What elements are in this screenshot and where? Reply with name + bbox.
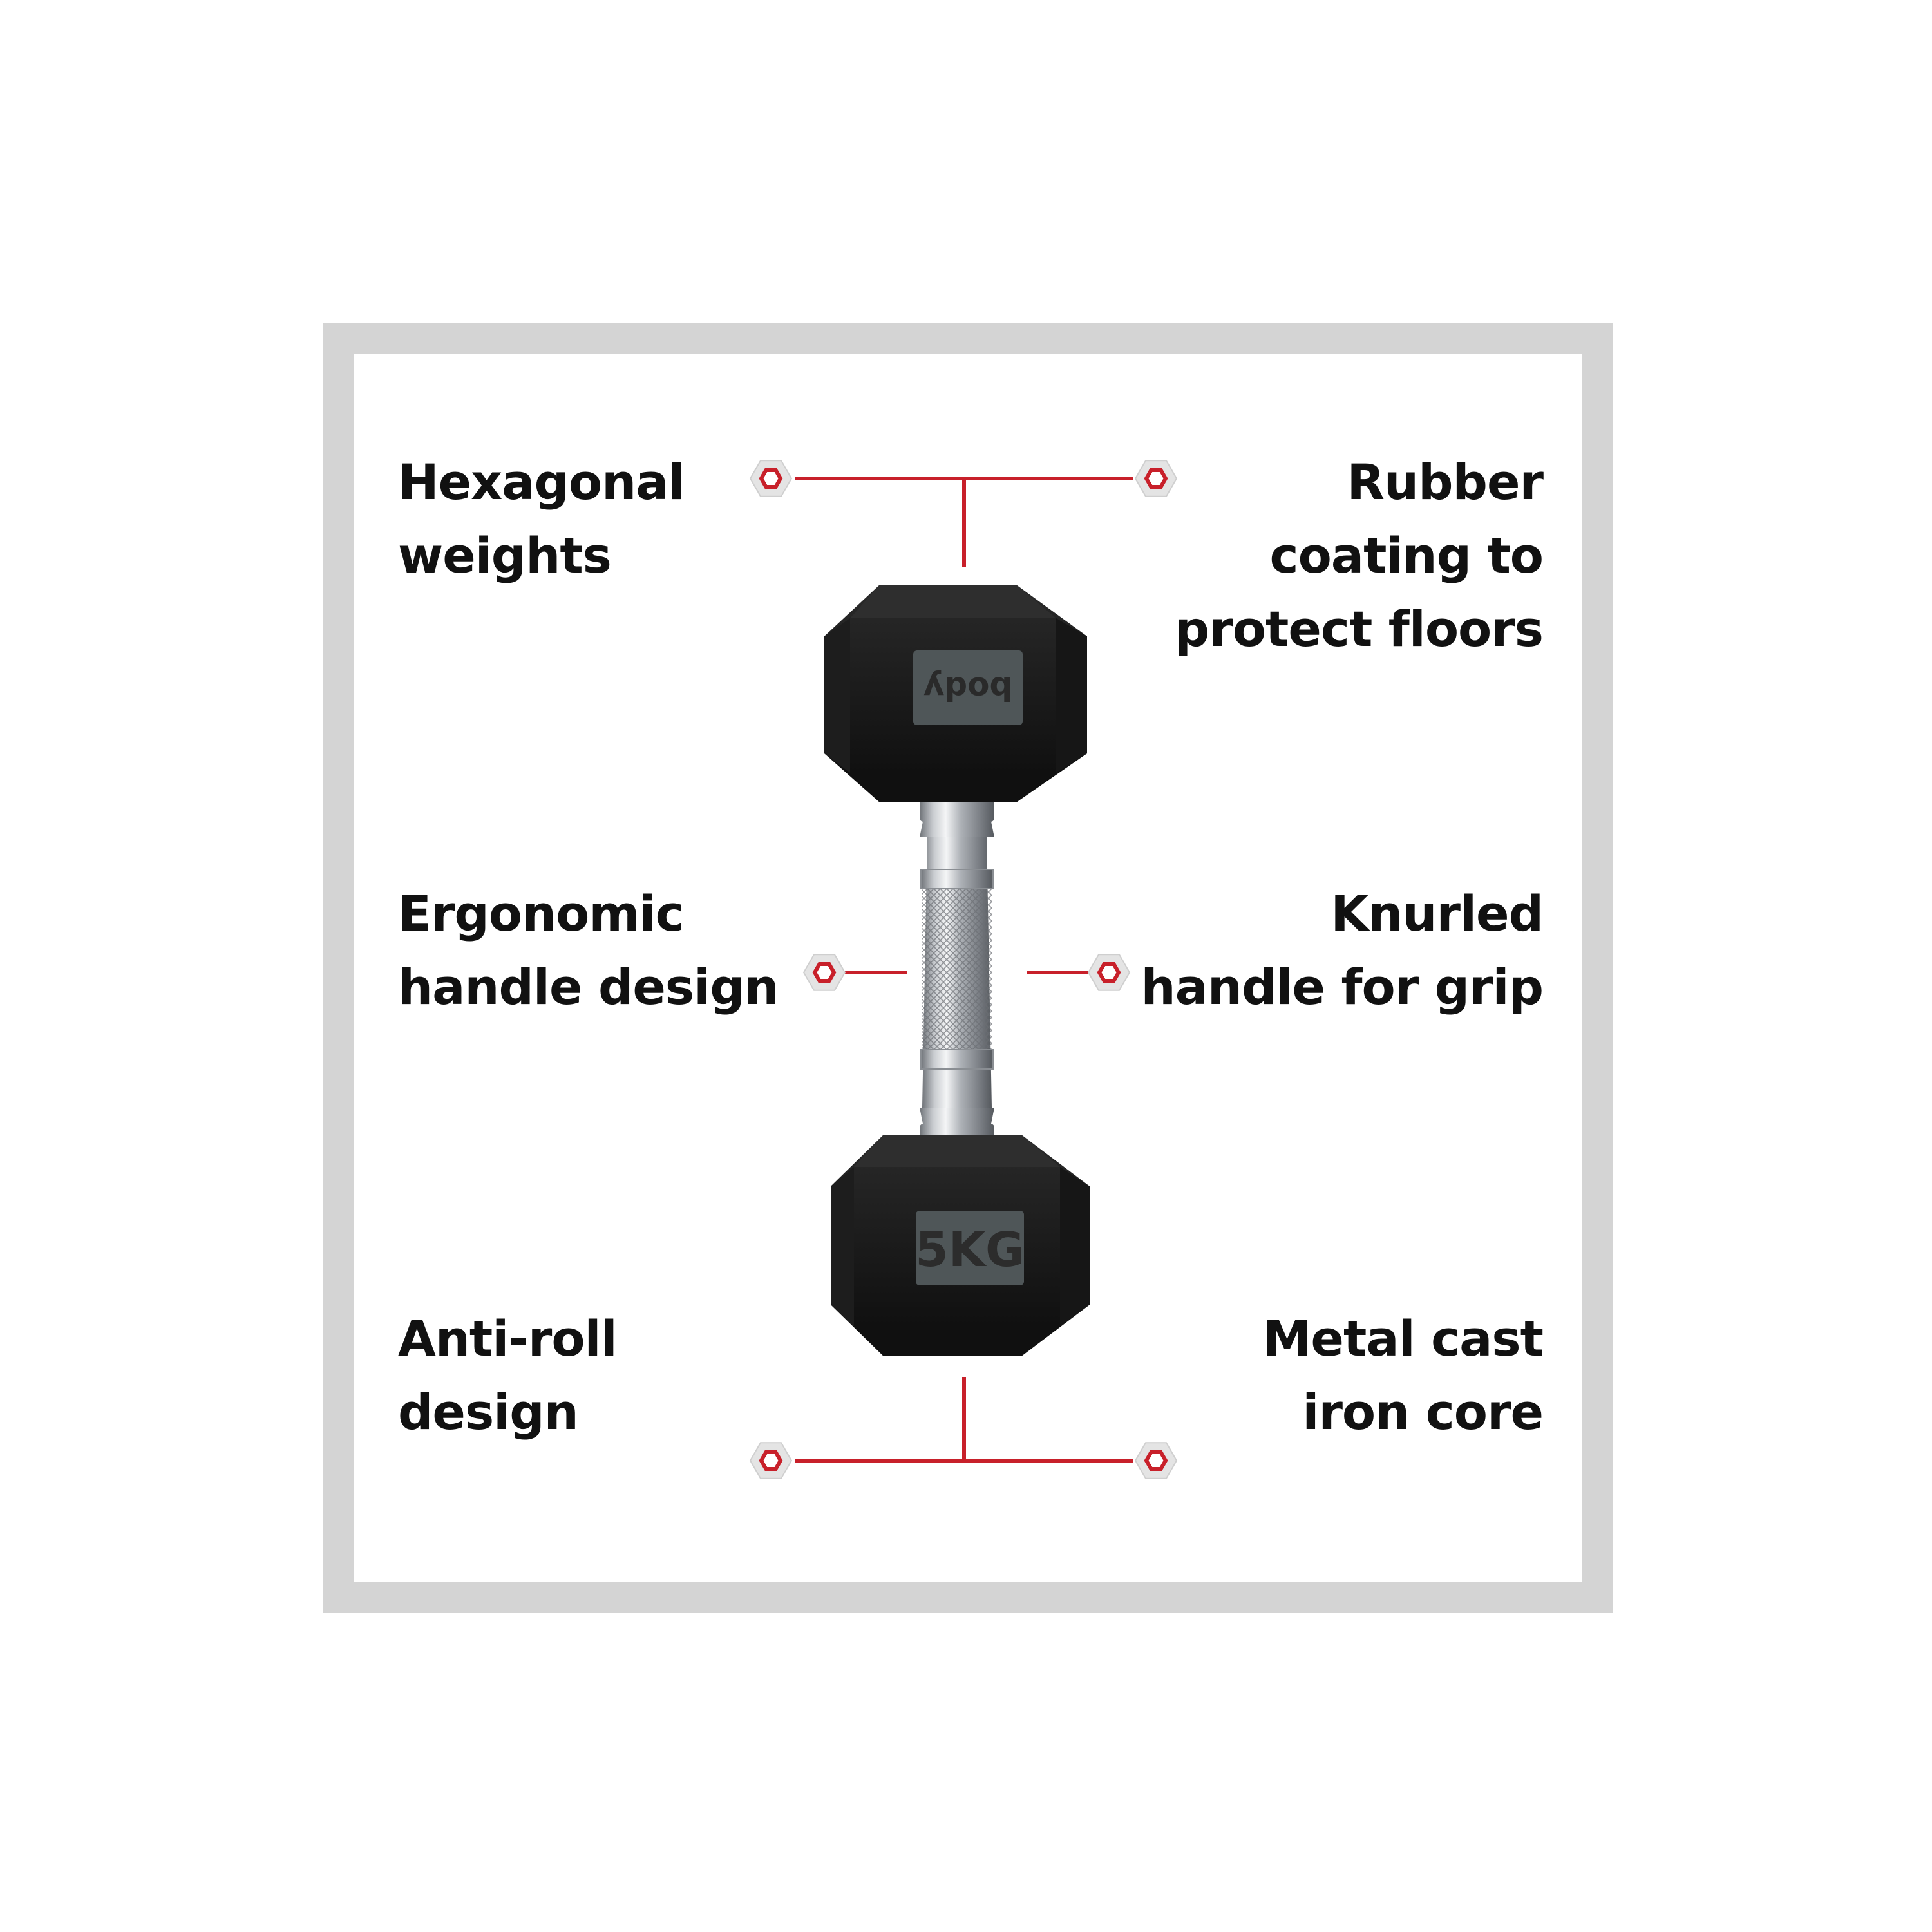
feature-text-line: Ergonomic [398, 885, 685, 942]
feature-text-line: Anti-roll [398, 1310, 618, 1367]
feature-metal-core: Metal cast iron core [1262, 1302, 1544, 1449]
feature-text-line: Hexagonal [398, 453, 685, 511]
feature-rubber-coating: Rubber coating to protect floors [1174, 446, 1544, 666]
feature-knurled-handle: Knurled handle for grip [1141, 877, 1544, 1024]
callout-lines [795, 477, 1133, 1463]
dumbbell-handle [920, 799, 994, 1144]
weight-plate [916, 1211, 1024, 1285]
feature-text-line: Metal cast [1262, 1310, 1544, 1367]
feature-panel-frame [323, 323, 1613, 1613]
feature-text-line: handle design [398, 958, 779, 1016]
hexagon-bolt-icon [1087, 954, 1131, 991]
callout-markers [749, 460, 1178, 1479]
hexagon-bolt-icon [1134, 1442, 1178, 1479]
dumbbell-bottom-head: 5KG [831, 1135, 1090, 1356]
feature-text-line: protect floors [1174, 600, 1544, 658]
feature-text-line: Rubber [1347, 453, 1544, 511]
feature-text-line: coating to [1269, 527, 1544, 584]
brand-logo: body [923, 670, 1013, 707]
hexagon-bolt-icon [749, 460, 793, 497]
dumbbell-top-head: body [824, 585, 1087, 802]
feature-text-line: weights [398, 527, 612, 584]
hexagon-bolt-icon [749, 1442, 793, 1479]
feature-ergonomic-handle: Ergonomic handle design [398, 877, 779, 1024]
hexagon-bolt-icon [802, 954, 846, 991]
feature-text-line: iron core [1302, 1383, 1544, 1441]
hexagon-bolt-icon [1134, 460, 1178, 497]
svg-text:body: body [923, 670, 1013, 707]
feature-text-line: handle for grip [1141, 958, 1544, 1016]
weight-label: 5KG [915, 1222, 1025, 1278]
feature-hexagonal-weights: Hexagonal weights [398, 446, 685, 592]
feature-text-line: Knurled [1331, 885, 1544, 942]
feature-anti-roll: Anti-roll design [398, 1302, 618, 1449]
feature-text-line: design [398, 1383, 579, 1441]
brand-plate [913, 650, 1023, 725]
